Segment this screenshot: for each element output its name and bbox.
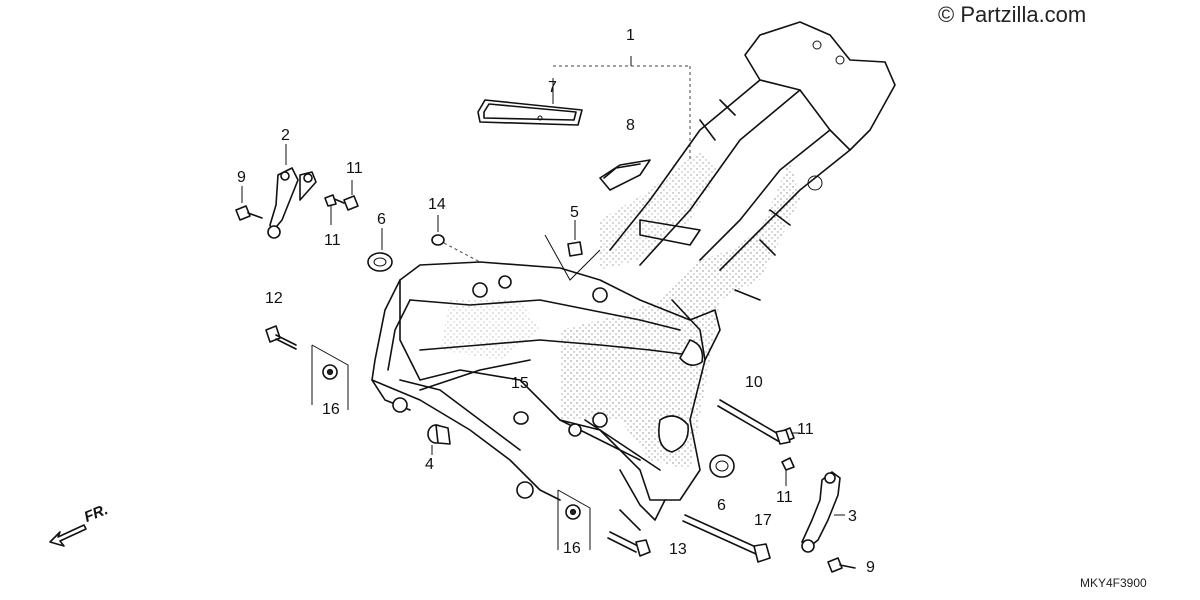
frame-shading [440,150,800,470]
callout-6-lower[interactable]: 6 [717,497,726,514]
part-12-bolt [265,325,297,350]
part-16-washer-lower [557,489,591,550]
part-8-cover [599,159,651,191]
part-3-engine-hanger [801,471,845,553]
part-17-long-bolt [682,514,771,563]
part-11-bolt-upper-a [331,180,359,211]
callout-12[interactable]: 12 [265,290,283,307]
callout-5[interactable]: 5 [570,204,579,221]
callout-9-right[interactable]: 9 [866,559,875,576]
front-direction-arrow-icon [49,524,87,547]
part-9-bolt-right [827,557,856,573]
part-14-nut [431,215,481,263]
part-11-bolt-lower-b [781,457,795,486]
callout-2[interactable]: 2 [281,127,290,144]
copyright-notice: © Partzilla.com [938,2,1087,27]
callout-16-lower[interactable]: 16 [563,540,581,557]
part-11-bolt-upper-b [324,194,337,225]
diagram-code: MKY4F3900 [1080,576,1147,590]
part-15-nut [513,411,529,425]
callout-11-upper-b[interactable]: 11 [324,232,341,249]
callout-6-upper[interactable]: 6 [377,211,386,228]
part-5-spacer [544,220,601,281]
callout-9-left[interactable]: 9 [237,169,246,186]
part-9-bolt-left [235,186,263,221]
callout-11-lower-a[interactable]: 11 [797,421,814,438]
part-6-collar-upper [367,228,393,272]
callout-11-upper-a[interactable]: 11 [346,160,363,177]
part-6-collar-lower [709,454,735,478]
callout-14[interactable]: 14 [428,196,446,213]
callout-1[interactable]: 1 [626,27,635,44]
part-16-washer-upper [311,344,349,410]
motorcycle-main-frame [371,21,896,531]
callout-4[interactable]: 4 [425,456,434,473]
part-7-cover [477,78,583,126]
part-10-long-bolt [717,399,791,445]
callout-10[interactable]: 10 [745,374,763,391]
callout-15[interactable]: 15 [511,375,529,392]
callout-13[interactable]: 13 [669,541,687,558]
part-13-bolt [607,531,651,557]
callout-11-lower-b[interactable]: 11 [776,489,793,506]
callout-7[interactable]: 7 [548,79,557,96]
callout-3[interactable]: 3 [848,508,857,525]
part-2-engine-hanger [267,144,317,239]
part-4-collar [427,424,451,455]
part-1-bracket [553,56,691,160]
callout-17[interactable]: 17 [754,512,772,529]
callout-16-upper[interactable]: 16 [322,401,340,418]
callout-8[interactable]: 8 [626,117,635,134]
